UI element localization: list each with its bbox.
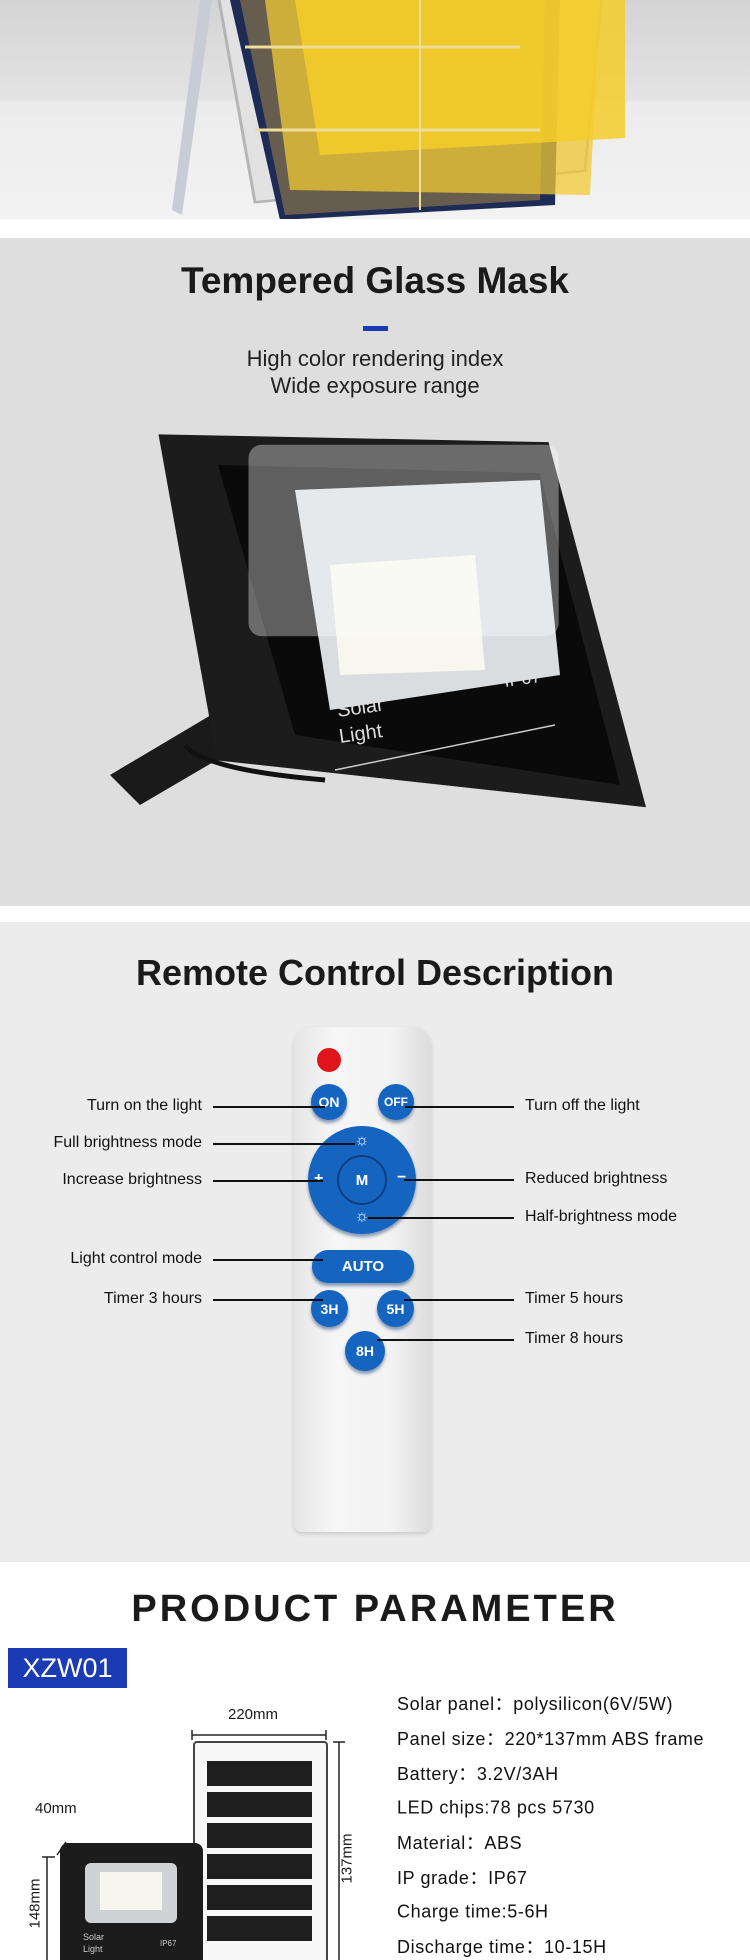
mode-button[interactable]: M	[337, 1155, 387, 1205]
section-title: Remote Control Description	[135, 952, 615, 993]
label-increase-brightness: Increase brightness	[62, 1171, 202, 1188]
dimension-depth-label: 40mm	[35, 1800, 77, 1817]
spec-battery: Battery：3.2V/3AH	[397, 1764, 559, 1784]
mini-label-light: Light	[83, 1944, 103, 1954]
section-title: PRODUCT PARAMETER	[131, 1588, 619, 1630]
label-half-brightness: Half-brightness mode	[525, 1208, 678, 1225]
spec-panel-size: Panel size：220*137mm ABS frame	[397, 1729, 705, 1749]
label-turn-on: Turn on the light	[86, 1097, 202, 1114]
solar-panel-illustration	[172, 0, 625, 219]
leader-line	[405, 1106, 514, 1108]
tempered-glass-section: Tempered Glass Mask High color rendering…	[0, 238, 750, 906]
spec-discharge-time: Discharge time：10-15H	[397, 1937, 607, 1957]
leader-line	[213, 1106, 325, 1108]
spec-charge-time: Charge time:5-6H	[397, 1901, 549, 1922]
dimension-width-label: 220mm	[228, 1706, 279, 1723]
reduce-brightness-button[interactable]: −	[397, 1169, 407, 1186]
off-button[interactable]: OFF	[378, 1084, 414, 1120]
section-title: Tempered Glass Mask	[181, 260, 569, 301]
leader-line	[404, 1179, 514, 1181]
leader-line	[404, 1299, 514, 1301]
feature-line: Wide exposure range	[270, 373, 480, 398]
leader-line	[213, 1299, 323, 1301]
spec-led-chips: LED chips:78 pcs 5730	[397, 1797, 595, 1818]
dimension-light-height-label: 148mm	[26, 1878, 44, 1929]
label-timer-3h: Timer 3 hours	[103, 1290, 202, 1307]
timer-3h-button[interactable]: 3H	[311, 1290, 348, 1327]
leader-line	[213, 1143, 355, 1145]
label-turn-off: Turn off the light	[525, 1097, 640, 1114]
leader-line	[368, 1217, 514, 1219]
spec-ip-grade: IP grade：IP67	[397, 1868, 528, 1888]
mini-label-ip67: IP67	[160, 1939, 177, 1948]
spec-material: Material：ABS	[397, 1833, 523, 1853]
solar-panel-hero-image	[0, 0, 750, 219]
on-button[interactable]: ON	[311, 1084, 347, 1120]
mini-label-solar: Solar	[83, 1932, 104, 1942]
timer-8h-button[interactable]: 8H	[345, 1331, 385, 1371]
dimension-height-label: 137mm	[338, 1833, 356, 1884]
label-reduced-brightness: Reduced brightness	[525, 1170, 668, 1187]
spec-solar-panel: Solar panel：polysilicon(6V/5W)	[397, 1694, 674, 1714]
label-light-control: Light control mode	[70, 1250, 202, 1267]
leader-line	[377, 1339, 514, 1341]
half-brightness-icon[interactable]: ☼	[354, 1208, 370, 1225]
label-timer-5h: Timer 5 hours	[525, 1290, 624, 1307]
model-badge: XZW01	[8, 1648, 127, 1688]
power-indicator	[317, 1048, 341, 1072]
label-full-brightness: Full brightness mode	[53, 1134, 202, 1151]
leader-line	[213, 1259, 323, 1261]
label-timer-8h: Timer 8 hours	[525, 1330, 624, 1347]
floodlight-product-image: Solar Light IP67	[110, 434, 646, 808]
timer-5h-button[interactable]: 5H	[377, 1290, 414, 1327]
leader-line	[213, 1180, 323, 1182]
full-brightness-icon[interactable]: ☼	[354, 1132, 370, 1149]
feature-line: High color rendering index	[246, 346, 504, 371]
title-accent-bar	[363, 326, 388, 331]
increase-brightness-button[interactable]: +	[314, 1170, 324, 1187]
product-dimension-image: Solar Light IP67	[42, 1730, 345, 1960]
auto-button[interactable]: AUTO	[312, 1250, 414, 1283]
